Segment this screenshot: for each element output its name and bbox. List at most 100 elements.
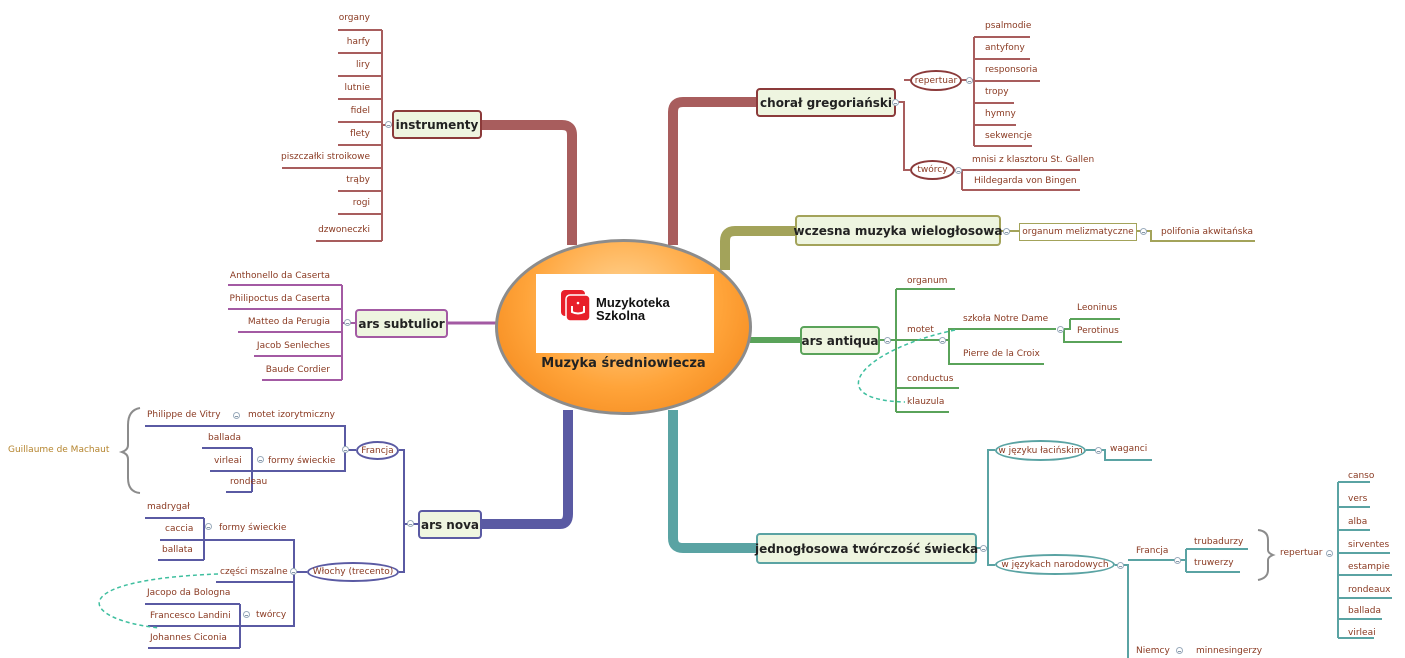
jedno-francja: Francja xyxy=(1136,546,1169,556)
choral-rep-item: tropy xyxy=(985,87,1009,97)
antiqua-szkola: szkoła Notre Dame xyxy=(963,314,1049,324)
collapse-icon[interactable] xyxy=(344,319,351,326)
antiqua-klauzula: klauzula xyxy=(907,397,945,407)
nova-it-form: ballata xyxy=(162,545,193,555)
collapse-icon[interactable] xyxy=(205,523,212,530)
nova-fr-form: virleai xyxy=(214,456,242,466)
jedno-lacinski[interactable]: w języku łacińskim xyxy=(995,440,1086,461)
jedno-rep-item: canso xyxy=(1348,471,1375,481)
nova-dashed xyxy=(98,573,219,629)
collapse-icon[interactable] xyxy=(1057,326,1064,333)
topic-jednoglosowa[interactable]: jednogłosowa twórczość świecka xyxy=(755,533,978,564)
antiqua-lines xyxy=(880,288,1122,413)
choral-tworca: mnisi z klasztoru St. Gallen xyxy=(972,155,1095,165)
topic-instrumenty[interactable]: instrumenty xyxy=(392,110,482,139)
jedno-trubadurzy: trubadurzy xyxy=(1194,537,1244,547)
collapse-icon[interactable] xyxy=(342,446,349,453)
collapse-icon[interactable] xyxy=(290,568,297,575)
jedno-rep-item: virleai xyxy=(1348,628,1376,638)
collapse-icon[interactable] xyxy=(892,99,899,106)
antiqua-perotinus: Perotinus xyxy=(1077,326,1119,336)
branch-wczesna xyxy=(720,226,795,270)
choral-tworcy[interactable]: twórcy xyxy=(910,160,955,180)
nova-lines xyxy=(145,425,418,649)
wczesna-polifonia: polifonia akwitańska xyxy=(1161,227,1254,237)
choral-rep-item: sekwencje xyxy=(985,131,1033,141)
nova-formy-fr: formy świeckie xyxy=(268,456,336,466)
collapse-icon[interactable] xyxy=(1095,447,1102,454)
collapse-icon[interactable] xyxy=(955,167,962,174)
trubadur-brace xyxy=(1257,529,1276,581)
instrument-item: rogi xyxy=(352,198,370,208)
branch-jednoglosowa xyxy=(668,410,756,553)
instrument-item: fidel xyxy=(350,106,370,116)
instrument-item: harfy xyxy=(346,37,370,47)
subtulior-item: Matteo da Perugia xyxy=(247,317,330,327)
nova-fr-form: ballada xyxy=(208,433,241,443)
collapse-icon[interactable] xyxy=(1326,550,1333,557)
antiqua-organum: organum xyxy=(907,276,948,286)
collapse-icon[interactable] xyxy=(1174,557,1181,564)
wczesna-organum[interactable]: organum melizmatyczne xyxy=(1019,223,1137,241)
collapse-icon[interactable] xyxy=(233,412,240,419)
nova-francja[interactable]: Francja xyxy=(356,441,399,460)
nova-motet-izo: motet izorytmiczny xyxy=(248,410,335,420)
collapse-icon[interactable] xyxy=(980,545,987,552)
topic-wczesna[interactable]: wczesna muzyka wielogłosowa xyxy=(794,215,1002,246)
jedno-waganci: waganci xyxy=(1110,444,1148,454)
topic-ars-subtulior[interactable]: ars subtulior xyxy=(355,309,448,338)
jedno-rep-item: ballada xyxy=(1348,606,1381,616)
instrument-item: liry xyxy=(355,60,370,70)
logo-line1: Muzykoteka xyxy=(596,295,670,310)
topic-ars-nova[interactable]: ars nova xyxy=(418,510,482,539)
antiqua-conductus: conductus xyxy=(907,374,954,384)
collapse-icon[interactable] xyxy=(1140,228,1147,235)
collapse-icon[interactable] xyxy=(1003,228,1010,235)
subtulior-item: Anthonello da Caserta xyxy=(229,271,330,281)
collapse-icon[interactable] xyxy=(966,77,973,84)
logo-icon xyxy=(561,290,591,322)
antiqua-leoninus: Leoninus xyxy=(1077,303,1118,313)
choral-rep-item: hymny xyxy=(985,109,1016,119)
nova-vitry: Philippe de Vitry xyxy=(147,410,221,420)
nova-fr-form: rondeau xyxy=(230,477,268,487)
topic-choral[interactable]: chorał gregoriański xyxy=(756,88,896,117)
collapse-icon[interactable] xyxy=(884,337,891,344)
collapse-icon[interactable] xyxy=(243,611,250,618)
nova-tworcy: twórcy xyxy=(256,610,287,620)
topic-ars-antiqua[interactable]: ars antiqua xyxy=(800,326,880,355)
jedno-rep-item: vers xyxy=(1348,494,1368,504)
jedno-truwerzy: truwerzy xyxy=(1194,558,1234,568)
subtulior-item: Jacob Senleches xyxy=(256,341,330,351)
antiqua-pierre: Pierre de la Croix xyxy=(963,349,1040,359)
collapse-icon[interactable] xyxy=(385,121,392,128)
collapse-icon[interactable] xyxy=(1176,647,1183,654)
collapse-icon[interactable] xyxy=(939,337,946,344)
collapse-icon[interactable] xyxy=(1117,562,1124,569)
machaut-brace xyxy=(118,407,141,494)
branch-nova xyxy=(482,410,573,529)
jedno-narodowe[interactable]: w językach narodowych xyxy=(995,554,1115,575)
nova-it-composer: Johannes Ciconia xyxy=(150,633,227,643)
nova-it-composer: Jacopo da Bologna xyxy=(147,588,231,598)
instrument-item: piszczałki stroikowe xyxy=(281,152,370,162)
antiqua-dashed xyxy=(857,329,956,403)
choral-rep-item: responsoria xyxy=(985,65,1038,75)
central-title: Muzyka średniowiecza xyxy=(541,356,706,371)
choral-rep-item: psalmodie xyxy=(985,21,1032,31)
nova-it-form: caccia xyxy=(165,524,194,534)
subtulior-item: Baude Cordier xyxy=(265,365,330,375)
instrumenty-lines xyxy=(282,29,392,242)
nova-wlochy[interactable]: Włochy (trecento) xyxy=(307,562,399,582)
branch-choral xyxy=(668,97,756,245)
choral-repertuar[interactable]: repertuar xyxy=(910,70,962,91)
instrument-item: organy xyxy=(338,13,370,23)
branch-instrumenty xyxy=(482,120,577,245)
jedno-rep-item: rondeaux xyxy=(1348,585,1391,595)
collapse-icon[interactable] xyxy=(257,456,264,463)
instrument-item: flety xyxy=(349,129,370,139)
nova-it-form: madrygał xyxy=(147,502,190,512)
collapse-icon[interactable] xyxy=(407,520,414,527)
choral-rep-item: antyfony xyxy=(985,43,1025,53)
